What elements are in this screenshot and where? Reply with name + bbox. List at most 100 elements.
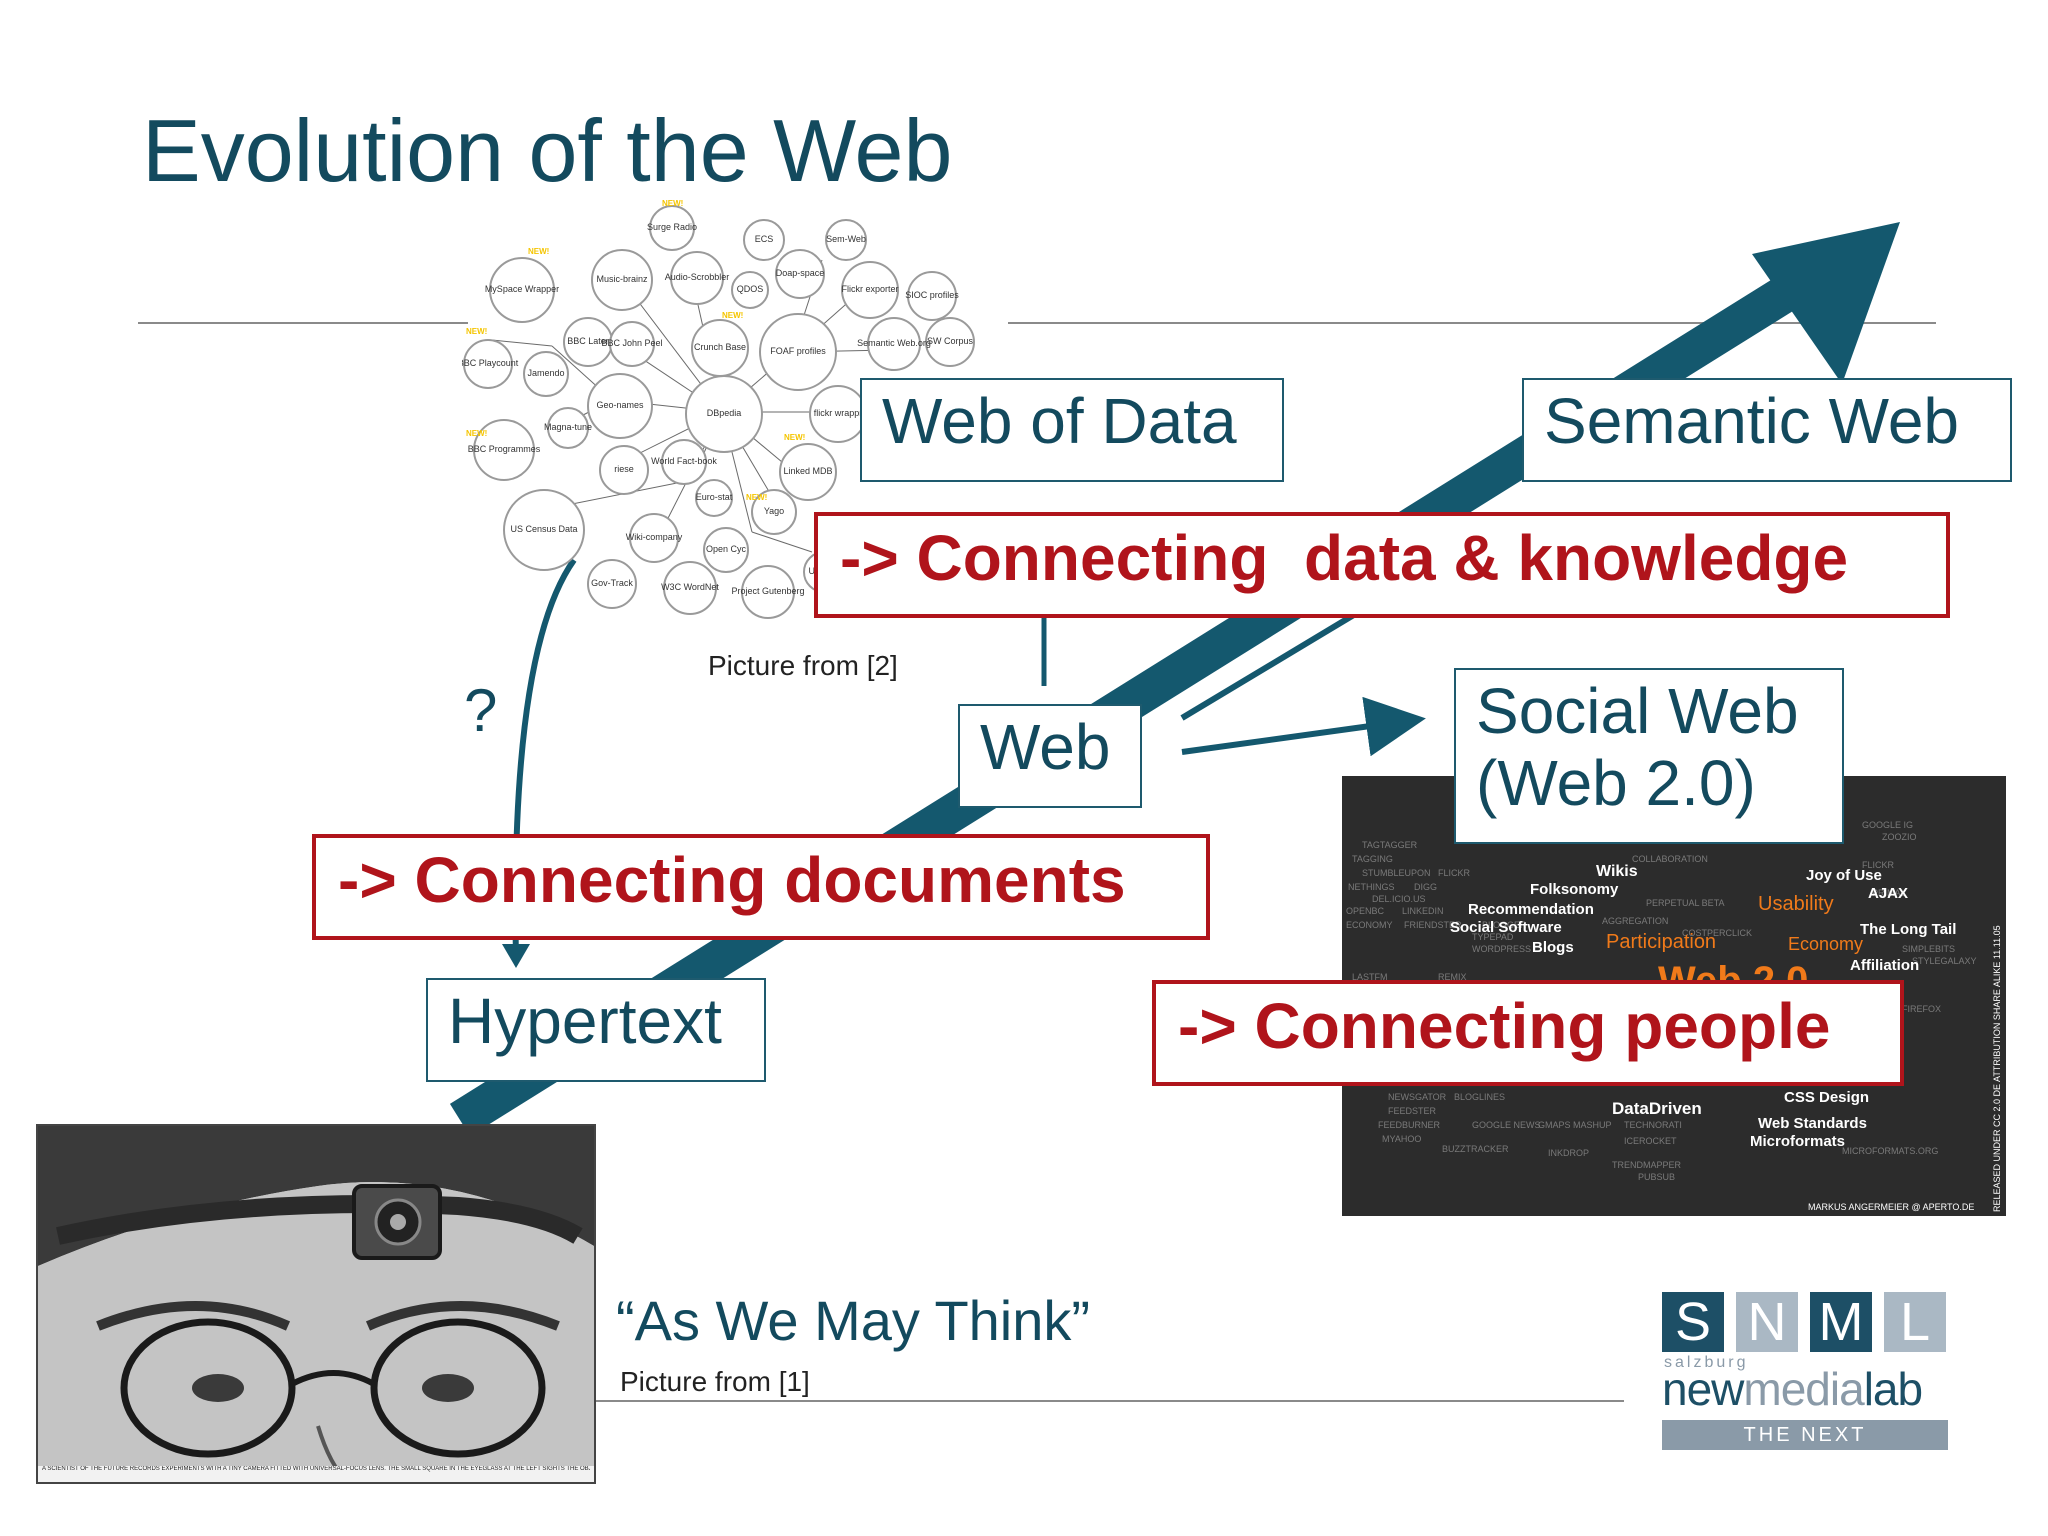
svg-text:Recommendation: Recommendation bbox=[1468, 901, 1594, 918]
svg-text:Social Software: Social Software bbox=[1450, 919, 1562, 936]
svg-text:GOOGLE IG: GOOGLE IG bbox=[1862, 820, 1913, 830]
svg-text:Doap-space: Doap-space bbox=[776, 268, 825, 278]
svg-text:MySpace Wrapper: MySpace Wrapper bbox=[485, 284, 559, 294]
lod-picture-credit: Picture from [2] bbox=[708, 650, 898, 681]
snml-logo: S N M L salzburg newmedialab THE NEXT GE… bbox=[1662, 1292, 1948, 1476]
logo-letter-s: S bbox=[1662, 1292, 1724, 1352]
svg-text:NEW!: NEW! bbox=[662, 200, 683, 208]
svg-text:SIMPLEBITS: SIMPLEBITS bbox=[1902, 944, 1955, 954]
svg-text:SW Corpus: SW Corpus bbox=[927, 336, 974, 346]
svg-text:LASTFM: LASTFM bbox=[1352, 972, 1388, 982]
svg-text:FLICKR: FLICKR bbox=[1438, 868, 1471, 878]
svg-text:BLOGLINES: BLOGLINES bbox=[1454, 1092, 1505, 1102]
logo-tagline: THE NEXT GENERATION bbox=[1662, 1420, 1948, 1476]
svg-text:NEW!: NEW! bbox=[528, 247, 549, 256]
svg-text:Participation: Participation bbox=[1606, 931, 1716, 953]
svg-text:NEW!: NEW! bbox=[466, 429, 487, 438]
svg-text:ICEROCKET: ICEROCKET bbox=[1624, 1136, 1677, 1146]
svg-text:PRIMAL: PRIMAL bbox=[1872, 888, 1906, 898]
svg-text:US Census Data: US Census Data bbox=[510, 524, 577, 534]
svg-text:Semantic Web.org: Semantic Web.org bbox=[857, 338, 931, 348]
svg-text:riese: riese bbox=[614, 464, 634, 474]
svg-text:Folksonomy: Folksonomy bbox=[1530, 881, 1619, 898]
svg-text:Music-brainz: Music-brainz bbox=[596, 274, 648, 284]
svg-text:MYAHOO: MYAHOO bbox=[1382, 1134, 1421, 1144]
logo-letter-n: N bbox=[1736, 1292, 1798, 1352]
svg-text:MICROFORMATS.ORG: MICROFORMATS.ORG bbox=[1842, 1146, 1938, 1156]
svg-text:Microformats: Microformats bbox=[1750, 1133, 1845, 1150]
semantic-web-label: Semantic Web bbox=[1522, 378, 2012, 482]
svg-text:Linked MDB: Linked MDB bbox=[783, 466, 832, 476]
svg-text:Sem-Web: Sem-Web bbox=[826, 234, 866, 244]
svg-text:TECHNORATI: TECHNORATI bbox=[1624, 1120, 1682, 1130]
svg-text:flickr wrappr: flickr wrappr bbox=[814, 408, 863, 418]
callout-connecting-data-knowledge: -> Connecting data & knowledge bbox=[814, 512, 1950, 618]
logo-salzburg: salzburg bbox=[1664, 1354, 1749, 1371]
svg-text:NEWSGATOR: NEWSGATOR bbox=[1388, 1092, 1447, 1102]
svg-text:QDOS: QDOS bbox=[737, 284, 764, 294]
svg-text:Usability: Usability bbox=[1758, 893, 1834, 915]
svg-text:FEEDSTER: FEEDSTER bbox=[1388, 1106, 1437, 1116]
question-mark: ? bbox=[464, 677, 498, 744]
svg-text:Geo-names: Geo-names bbox=[596, 400, 644, 410]
svg-text:GMAPS MASHUP: GMAPS MASHUP bbox=[1538, 1120, 1612, 1130]
svg-text:Joy of Use: Joy of Use bbox=[1806, 867, 1882, 884]
web-of-data-label: Web of Data bbox=[860, 378, 1284, 482]
svg-text:Project Gutenberg: Project Gutenberg bbox=[731, 586, 804, 596]
svg-text:STYLEGALAXY: STYLEGALAXY bbox=[1912, 956, 1977, 966]
svg-text:Economy: Economy bbox=[1788, 934, 1863, 954]
svg-text:ECONOMY: ECONOMY bbox=[1346, 920, 1393, 930]
svg-text:TRENDMAPPER: TRENDMAPPER bbox=[1612, 1160, 1682, 1170]
svg-text:MARKUS ANGERMEIER @ APERTO.DE: MARKUS ANGERMEIER @ APERTO.DE bbox=[1808, 1202, 1974, 1212]
svg-text:BBC John Peel: BBC John Peel bbox=[601, 338, 662, 348]
logo-letter-m: M bbox=[1810, 1292, 1872, 1352]
logo-letter-l: L bbox=[1884, 1292, 1946, 1352]
svg-text:RELEASED UNDER CC 2.0 DE ATTRI: RELEASED UNDER CC 2.0 DE ATTRIBUTION SHA… bbox=[1992, 925, 2002, 1212]
svg-text:NETHINGS: NETHINGS bbox=[1348, 882, 1395, 892]
portrait-picture-credit: Picture from [1] bbox=[620, 1366, 810, 1397]
svg-text:Blogs: Blogs bbox=[1532, 939, 1574, 956]
svg-text:COSTPERCLICK: COSTPERCLICK bbox=[1682, 928, 1752, 938]
svg-text:NEW!: NEW! bbox=[722, 311, 743, 320]
svg-text:INKDROP: INKDROP bbox=[1548, 1148, 1589, 1158]
svg-text:DIGG: DIGG bbox=[1414, 882, 1437, 892]
svg-text:ZOOZIO: ZOOZIO bbox=[1882, 832, 1917, 842]
callout-connecting-people: -> Connecting people bbox=[1152, 980, 1904, 1086]
social-web-label-line2: (Web 2.0) bbox=[1476, 746, 1756, 819]
svg-text:DEL.ICIO.US: DEL.ICIO.US bbox=[1372, 894, 1426, 904]
portrait-caption: A SCIENTIST OF THE FUTURE RECORDS EXPERI… bbox=[42, 1466, 590, 1472]
svg-text:CSS Design: CSS Design bbox=[1784, 1089, 1869, 1106]
svg-text:OPENBC: OPENBC bbox=[1346, 906, 1385, 916]
svg-text:Wiki-company: Wiki-company bbox=[626, 532, 683, 542]
svg-text:Open Cyc: Open Cyc bbox=[706, 544, 747, 554]
svg-text:BBC Playcount: BBC Playcount bbox=[462, 358, 519, 368]
logo-word-media: media bbox=[1743, 1363, 1864, 1415]
svg-text:LINKEDIN: LINKEDIN bbox=[1402, 906, 1444, 916]
svg-text:STUMBLEUPON: STUMBLEUPON bbox=[1362, 868, 1431, 878]
svg-text:Jamendo: Jamendo bbox=[527, 368, 564, 378]
svg-text:BLOGGER: BLOGGER bbox=[1482, 920, 1527, 930]
callout-connecting-documents: -> Connecting documents bbox=[312, 834, 1210, 940]
svg-text:Flickr exporter: Flickr exporter bbox=[841, 284, 898, 294]
divider-bottom bbox=[594, 1400, 1624, 1402]
svg-text:BBC Later: BBC Later bbox=[567, 336, 609, 346]
divider-right bbox=[1008, 322, 1936, 324]
svg-text:Wikis: Wikis bbox=[1596, 863, 1638, 880]
svg-text:NEW!: NEW! bbox=[466, 327, 487, 336]
quote-as-we-may-think: “As We May Think” bbox=[616, 1289, 1091, 1352]
social-web-label-line1: Social Web bbox=[1476, 675, 1799, 747]
svg-text:Yago: Yago bbox=[764, 506, 784, 516]
svg-text:NEW!: NEW! bbox=[746, 493, 767, 502]
divider-left bbox=[138, 322, 468, 324]
svg-text:TAGGING: TAGGING bbox=[1352, 854, 1393, 864]
svg-text:Affiliation: Affiliation bbox=[1850, 957, 1919, 974]
logo-wordmark: newmedialab bbox=[1662, 1362, 1923, 1416]
svg-text:FEEDBURNER: FEEDBURNER bbox=[1378, 1120, 1441, 1130]
svg-text:REMIX: REMIX bbox=[1438, 972, 1467, 982]
svg-text:BBC Programmes: BBC Programmes bbox=[468, 444, 541, 454]
svg-text:Magna-tune: Magna-tune bbox=[544, 422, 592, 432]
svg-text:Web Standards: Web Standards bbox=[1758, 1115, 1867, 1132]
logo-word-lab: lab bbox=[1863, 1363, 1923, 1415]
curved-connector-head bbox=[502, 944, 530, 968]
svg-text:WORDPRESS: WORDPRESS bbox=[1472, 944, 1531, 954]
